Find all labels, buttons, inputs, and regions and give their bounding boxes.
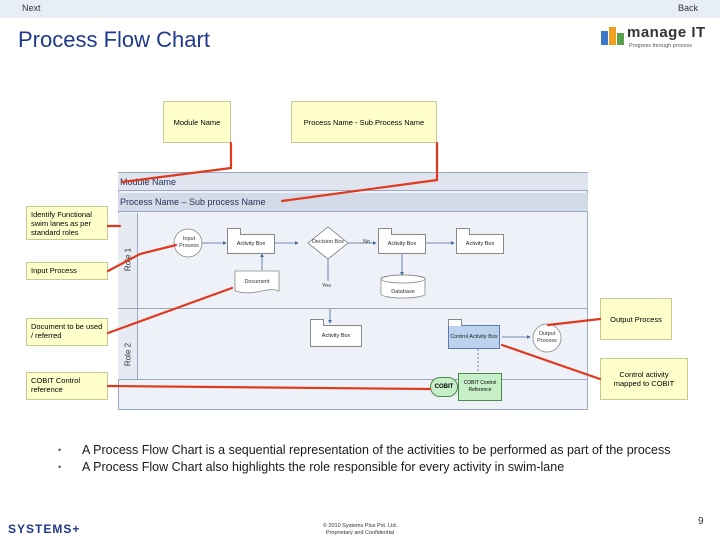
page-number: 9 xyxy=(698,516,704,527)
logo-wordmark: manage IT xyxy=(627,24,706,41)
diagram-process-name: Process Name – Sub process Name xyxy=(118,193,588,212)
bullet-item: A Process Flow Chart also highlights the… xyxy=(58,460,678,475)
logo-tagline: Progress through process xyxy=(629,43,692,49)
role1-flow-connectors xyxy=(202,226,455,281)
top-navigation-bar xyxy=(0,0,720,18)
page-title: Process Flow Chart xyxy=(18,27,210,52)
next-link[interactable]: Next xyxy=(22,3,41,13)
description-list: A Process Flow Chart is a sequential rep… xyxy=(58,443,678,477)
activity-box-3: Activity Box xyxy=(456,228,504,254)
module-name-callout: Module Name xyxy=(163,101,231,143)
database-label: Database xyxy=(391,289,415,295)
cobit-control-reference: COBIT Control Reference xyxy=(458,373,502,401)
control-activity-box: Control Activity Box xyxy=(448,319,500,349)
cobit-badge: COBIT xyxy=(430,377,458,397)
process-name-callout: Process Name - Sub Process Name xyxy=(291,101,437,143)
swim-lanes-callout: Identify Functional swim lanes as per st… xyxy=(26,206,108,240)
input-process-circle xyxy=(173,228,203,258)
lane-divider xyxy=(118,308,588,309)
lane-divider xyxy=(118,379,588,380)
bullet-item: A Process Flow Chart is a sequential rep… xyxy=(58,443,678,458)
database-shape xyxy=(380,274,426,299)
manage-it-logo-icon xyxy=(601,27,624,45)
no-label: No xyxy=(363,239,371,245)
output-process-circle xyxy=(532,323,562,353)
systems-plus-logo: SYSTEMS+ xyxy=(8,522,81,536)
document-callout: Document to be used / referred xyxy=(26,318,108,346)
back-link[interactable]: Back xyxy=(678,3,699,13)
document-label: Document xyxy=(244,279,270,285)
output-process-callout: Output Process xyxy=(600,298,672,340)
input-process-label: Input Process xyxy=(179,236,199,249)
copyright-text: © 2010 Systems Plus Pvt. Ltd. xyxy=(322,523,398,529)
output-process-label: Output Process xyxy=(537,331,557,344)
cobit-reference-callout: COBIT Control reference xyxy=(26,372,108,400)
activity-box-2: Activity Box xyxy=(378,228,426,254)
activity-box-1: Activity Box xyxy=(227,228,275,254)
footer-text: © 2010 Systems Plus Pvt. Ltd. Proprietar… xyxy=(300,523,420,537)
activity-box-4: Activity Box xyxy=(310,319,362,347)
document-shape xyxy=(234,270,280,294)
yes-label: Yes xyxy=(322,283,331,289)
control-activity-callout: Control activity mapped to COBIT xyxy=(600,358,688,400)
confidential-text: Proprietary and Confidential xyxy=(325,530,395,536)
decision-box-label: Decision Box xyxy=(311,239,345,245)
